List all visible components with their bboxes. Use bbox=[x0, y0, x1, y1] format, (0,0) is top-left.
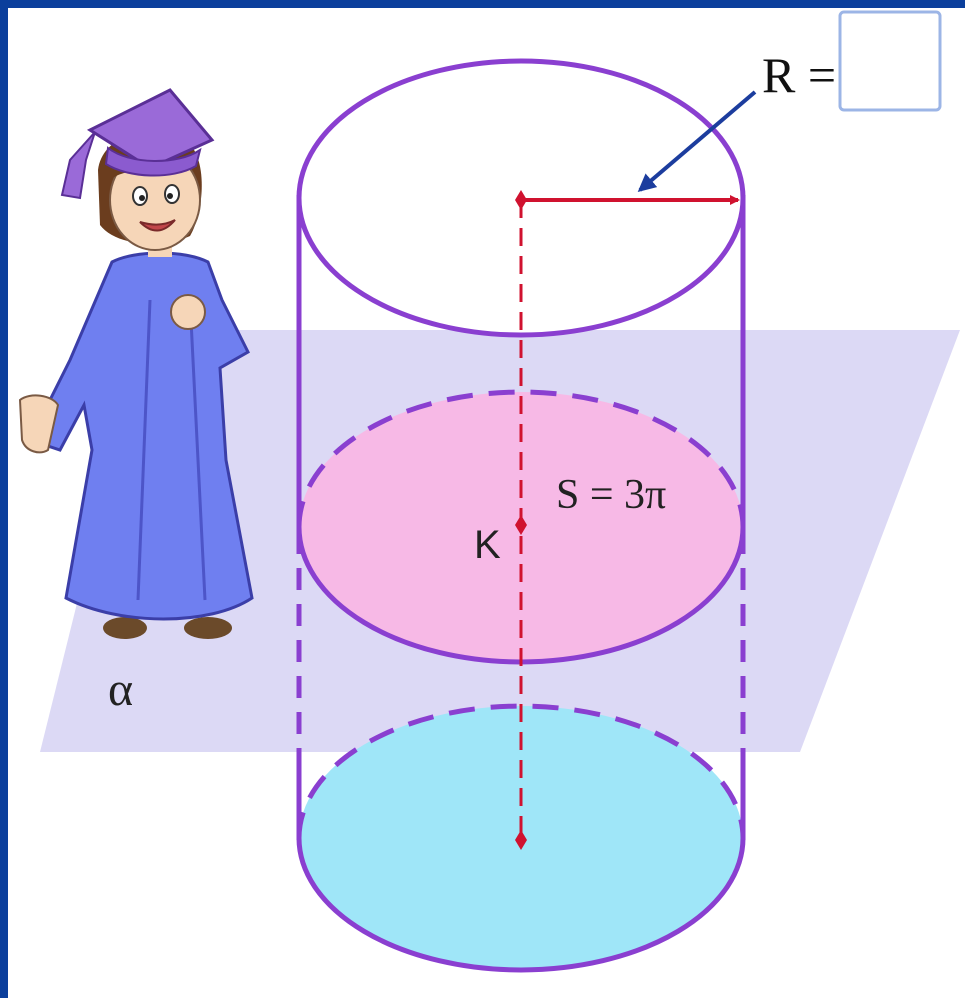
top-center-point bbox=[515, 190, 527, 210]
graduate-character-icon bbox=[18, 88, 254, 639]
arrow-pointer-icon bbox=[637, 90, 757, 192]
bottom-center-point bbox=[515, 830, 527, 850]
plane-alpha-label: α bbox=[108, 663, 133, 716]
radius-label: R = bbox=[762, 47, 836, 103]
bottom-base-front-edge bbox=[296, 837, 746, 973]
point-k bbox=[515, 515, 527, 535]
point-k-label: K bbox=[474, 523, 501, 567]
radius-answer-box[interactable] bbox=[838, 10, 942, 112]
section-area-label: S = 3π bbox=[556, 472, 666, 518]
